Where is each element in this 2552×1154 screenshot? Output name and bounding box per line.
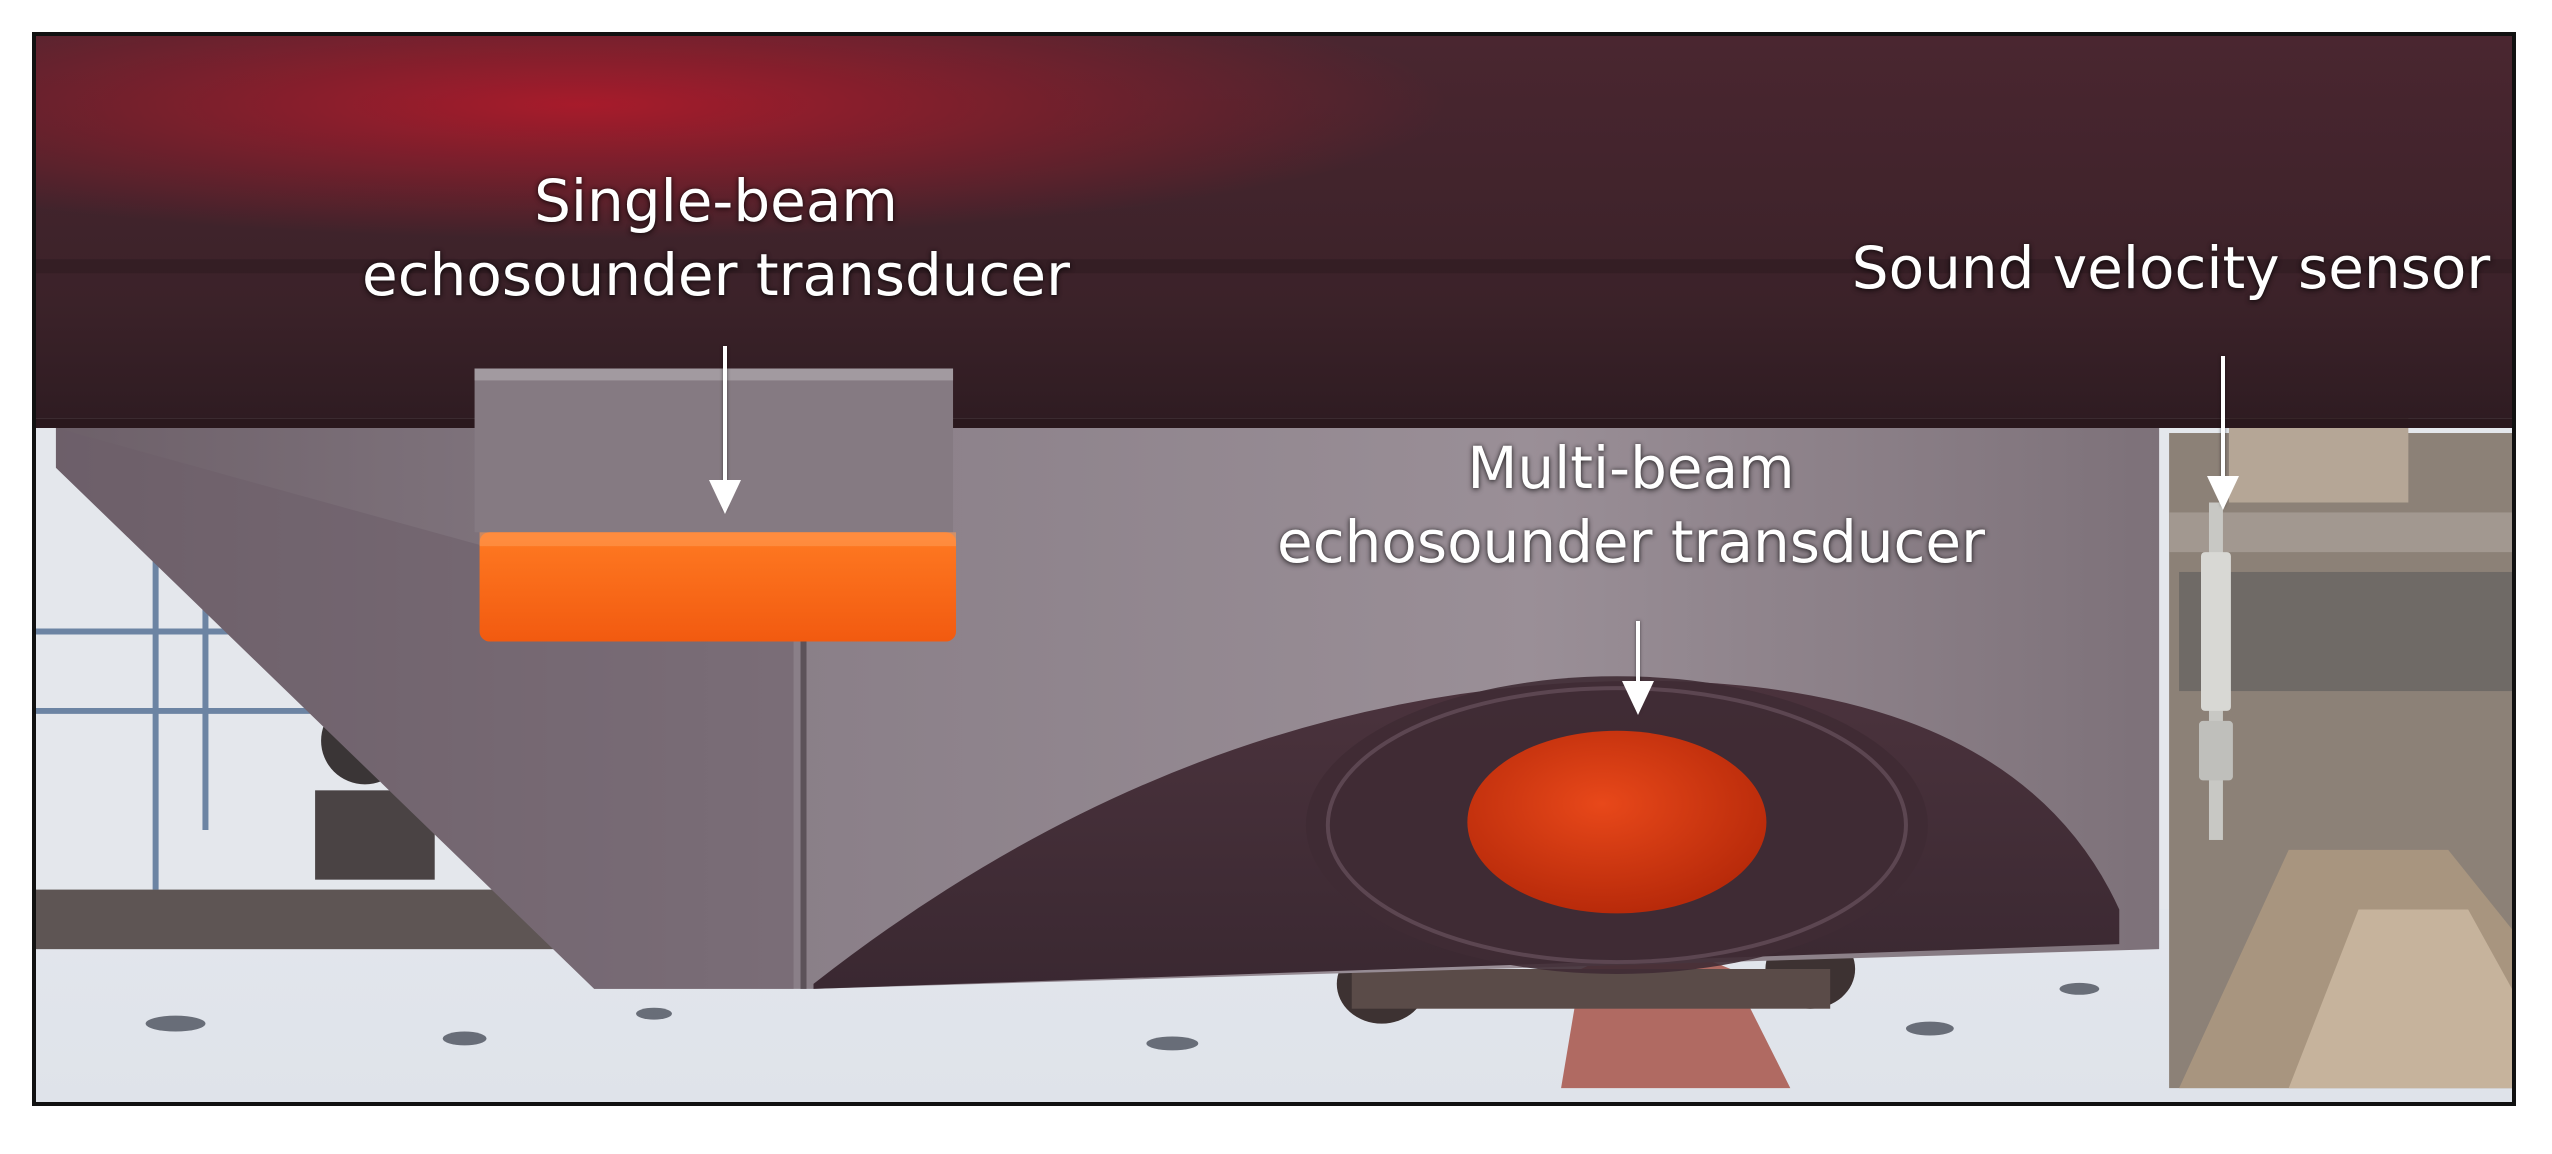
single-beam-label-line2: echosounder transducer [362,241,1070,309]
single-beam-label: Single-beam echosounder transducer [336,164,1096,312]
multi-beam-label: Multi-beam echosounder transducer [1251,431,2011,579]
hull-photo [36,36,2512,1102]
single-beam-arrow [709,346,741,514]
single-beam-label-line1: Single-beam [534,167,898,235]
multi-beam-label-line1: Multi-beam [1467,434,1795,502]
photo-frame: Single-beam echosounder transducer Multi… [32,32,2516,1106]
multi-beam-arrow [1622,621,1654,715]
multi-beam-label-line2: echosounder transducer [1277,508,1985,576]
sound-velocity-label: Sound velocity sensor [1826,231,2512,305]
sound-velocity-arrow [2207,356,2239,510]
sound-velocity-label-text: Sound velocity sensor [1851,234,2491,302]
